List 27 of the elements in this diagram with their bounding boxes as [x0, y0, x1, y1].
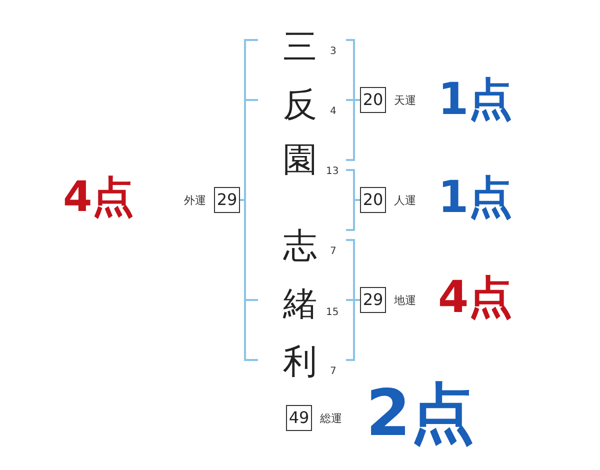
name-character: 志	[283, 229, 317, 263]
stroke-count: 3	[330, 47, 336, 57]
fortune-label: 天運	[394, 94, 416, 106]
name-character: 緒	[283, 287, 317, 321]
name-character: 利	[283, 345, 317, 379]
score-text: 1点	[438, 78, 513, 122]
name-character: 三	[283, 30, 317, 64]
score-text: 4点	[438, 276, 513, 320]
number-box: 29	[214, 187, 240, 213]
stroke-count: 7	[330, 367, 336, 377]
number-box: 29	[360, 287, 386, 313]
stroke-count: 4	[330, 107, 336, 117]
name-character: 園	[283, 143, 317, 177]
number-box: 20	[360, 187, 386, 213]
fortune-label: 外運	[184, 194, 206, 206]
stroke-count: 13	[326, 167, 339, 177]
fortune-label: 地運	[394, 294, 416, 306]
fortune-label: 人運	[394, 194, 416, 206]
stroke-count: 15	[326, 308, 339, 318]
score-text: 1点	[438, 176, 513, 220]
stroke-count: 7	[330, 247, 336, 257]
score-text: 2点	[366, 382, 475, 446]
number-box: 20	[360, 87, 386, 113]
name-character: 反	[283, 88, 317, 122]
number-box: 49	[286, 405, 312, 431]
score-text: 4点	[63, 176, 134, 218]
fortune-label: 総運	[320, 412, 342, 424]
